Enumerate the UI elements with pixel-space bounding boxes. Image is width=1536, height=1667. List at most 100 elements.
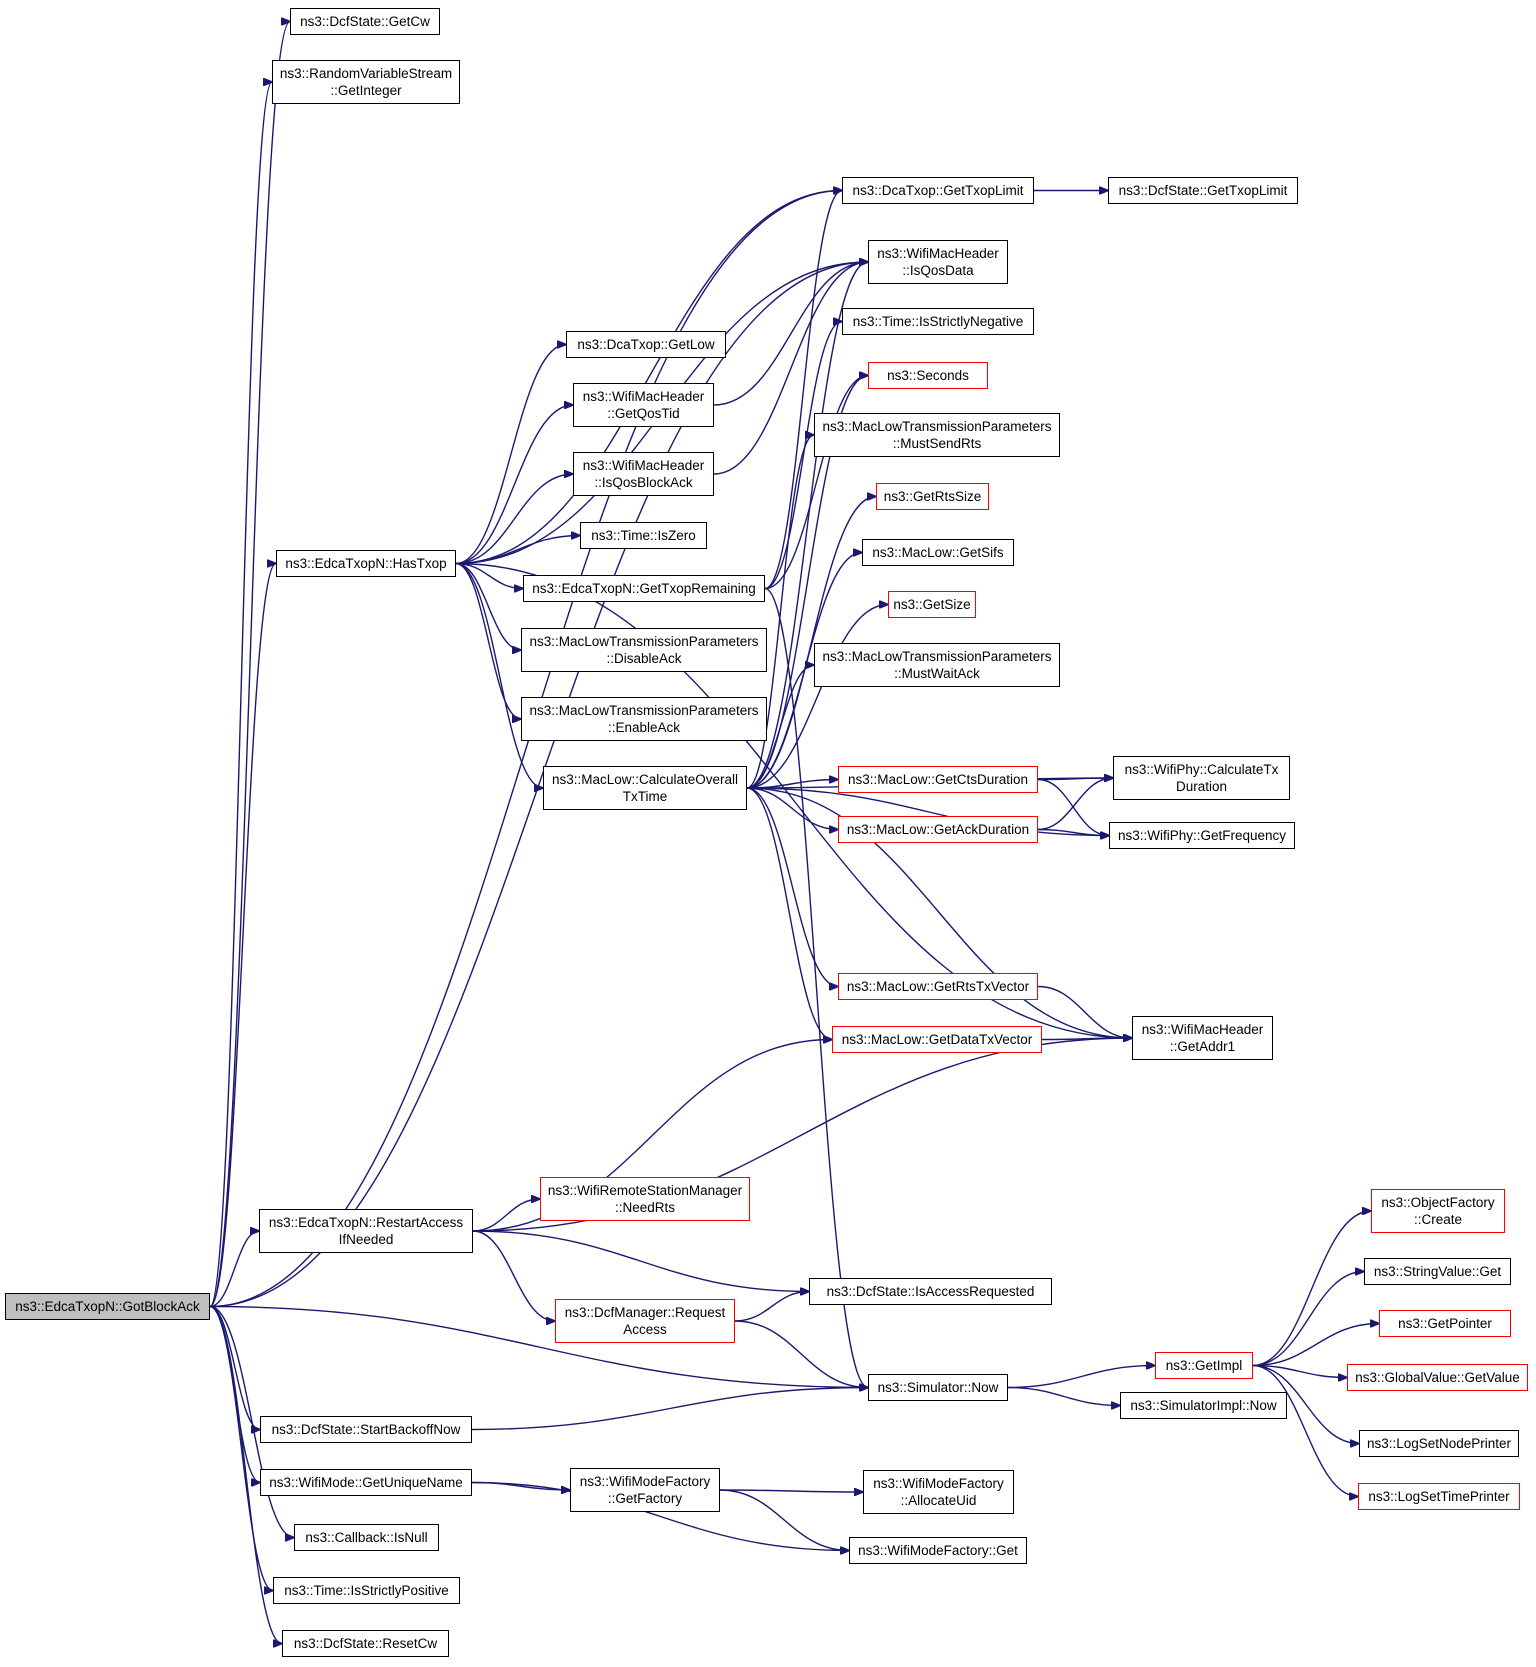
node-getsifs[interactable]: ns3::MacLow::GetSifs	[862, 539, 1014, 566]
edge-getimpl-to-logtimeprinter	[1252, 1364, 1358, 1497]
node-getrtstxvector[interactable]: ns3::MacLow::GetRtsTxVector	[838, 973, 1038, 1000]
node-gotblockack[interactable]: ns3::EdcaTxopN::GotBlockAck	[5, 1293, 210, 1320]
edge-gotblockack-to-getinteger	[209, 82, 272, 1308]
node-getuniquename[interactable]: ns3::WifiMode::GetUniqueName	[260, 1469, 472, 1496]
node-isstrictlynegative[interactable]: ns3::Time::IsStrictlyNegative	[842, 308, 1034, 335]
edge-hastxop-to-disableack	[455, 562, 521, 651]
edge-calctxtime-to-mustsendrts	[746, 435, 814, 789]
node-dcfgettxoplimit[interactable]: ns3::DcfState::GetTxopLimit	[1108, 177, 1298, 204]
node-mustsendrts[interactable]: ns3::MacLowTransmissionParameters ::Must…	[814, 413, 1060, 457]
edge-gettxopremaining-to-isstrictlynegative	[764, 322, 842, 590]
edge-requestaccess-to-isaccessrequested	[734, 1292, 809, 1322]
edge-getackduration-to-getfrequency	[1037, 828, 1109, 836]
node-getdatatxvector[interactable]: ns3::MacLow::GetDataTxVector	[832, 1026, 1042, 1053]
node-mustwaitack[interactable]: ns3::MacLowTransmissionParameters ::Must…	[814, 643, 1060, 687]
node-restartaccess[interactable]: ns3::EdcaTxopN::RestartAccess IfNeeded	[259, 1209, 473, 1253]
edge-gotblockack-to-simnow	[209, 1305, 868, 1388]
edge-gotblockack-to-resetcw	[209, 1305, 282, 1644]
node-getctsduration[interactable]: ns3::MacLow::GetCtsDuration	[838, 766, 1038, 793]
edge-isqosblockack-to-isqosdata	[713, 262, 868, 475]
node-seconds[interactable]: ns3::Seconds	[868, 362, 988, 389]
node-objcreate[interactable]: ns3::ObjectFactory ::Create	[1371, 1189, 1505, 1233]
edge-calctxtime-to-getfrequency	[746, 787, 1109, 836]
edge-getctsduration-to-getfrequency	[1037, 778, 1109, 836]
edge-getuniquename-to-modefactoryget	[471, 1481, 849, 1551]
node-iszero[interactable]: ns3::Time::IsZero	[580, 522, 707, 549]
edge-getimpl-to-objcreate	[1252, 1211, 1371, 1367]
edge-startbackoff-to-simnow	[471, 1388, 868, 1431]
edge-hastxop-to-getlow	[455, 345, 566, 565]
node-getlow[interactable]: ns3::DcaTxop::GetLow	[566, 331, 726, 358]
edge-gotblockack-to-startbackoff	[209, 1305, 260, 1430]
node-gettxoplimit[interactable]: ns3::DcaTxop::GetTxopLimit	[842, 177, 1034, 204]
node-lognodeprinter[interactable]: ns3::LogSetNodePrinter	[1359, 1430, 1519, 1457]
edge-getackduration-to-phycalctx	[1037, 778, 1113, 831]
call-edges	[209, 22, 1379, 1644]
node-disableack[interactable]: ns3::MacLowTransmissionParameters ::Disa…	[521, 628, 767, 672]
edge-gettxopremaining-to-seconds	[764, 376, 868, 590]
node-modefactoryget[interactable]: ns3::WifiModeFactory::Get	[849, 1537, 1027, 1564]
node-getqostid[interactable]: ns3::WifiMacHeader ::GetQosTid	[573, 383, 714, 427]
edge-calctxtime-to-getsize	[746, 605, 888, 789]
node-getimpl[interactable]: ns3::GetImpl	[1155, 1352, 1253, 1379]
node-calctxtime[interactable]: ns3::MacLow::CalculateOverall TxTime	[543, 766, 747, 810]
node-allocateuid[interactable]: ns3::WifiModeFactory ::AllocateUid	[863, 1470, 1014, 1514]
node-enableack[interactable]: ns3::MacLowTransmissionParameters ::Enab…	[521, 697, 767, 741]
edge-calctxtime-to-isqosdata	[746, 262, 868, 789]
node-stringget[interactable]: ns3::StringValue::Get	[1364, 1258, 1511, 1285]
node-startbackoff[interactable]: ns3::DcfState::StartBackoffNow	[260, 1416, 472, 1443]
node-phycalctx[interactable]: ns3::WifiPhy::CalculateTx Duration	[1113, 756, 1290, 800]
edge-gotblockack-to-isnull	[209, 1305, 294, 1538]
node-getrtssize[interactable]: ns3::GetRtsSize	[876, 483, 989, 510]
edge-modegetfactory-to-modefactoryget	[719, 1489, 849, 1551]
node-isaccessrequested[interactable]: ns3::DcfState::IsAccessRequested	[809, 1278, 1052, 1305]
edge-restartaccess-to-getdatatxvector	[472, 1040, 832, 1232]
edge-modegetfactory-to-allocateuid	[719, 1490, 863, 1492]
edge-calctxtime-to-getdatatxvector	[746, 787, 832, 1040]
edge-gotblockack-to-isstrictlypositive	[209, 1305, 273, 1591]
edge-calctxtime-to-getaddr1	[746, 787, 1132, 1038]
edge-getqostid-to-isqosdata	[713, 262, 868, 406]
edge-getimpl-to-lognodeprinter	[1252, 1364, 1359, 1444]
node-modegetfactory[interactable]: ns3::WifiModeFactory ::GetFactory	[570, 1468, 720, 1512]
node-isqosdata[interactable]: ns3::WifiMacHeader ::IsQosData	[868, 240, 1008, 284]
edge-hastxop-to-getqostid	[455, 405, 573, 565]
node-simimplnow[interactable]: ns3::SimulatorImpl::Now	[1120, 1392, 1287, 1419]
node-getcw[interactable]: ns3::DcfState::GetCw	[290, 8, 440, 35]
node-gettxopremaining[interactable]: ns3::EdcaTxopN::GetTxopRemaining	[523, 575, 765, 602]
node-hastxop[interactable]: ns3::EdcaTxopN::HasTxop	[276, 550, 456, 577]
edge-restartaccess-to-needrts	[472, 1199, 540, 1232]
edge-gotblockack-to-hastxop	[209, 564, 276, 1308]
node-needrts[interactable]: ns3::WifiRemoteStationManager ::NeedRts	[540, 1177, 750, 1221]
node-getsize[interactable]: ns3::GetSize	[888, 591, 976, 618]
node-getackduration[interactable]: ns3::MacLow::GetAckDuration	[838, 816, 1038, 843]
node-getaddr1[interactable]: ns3::WifiMacHeader ::GetAddr1	[1132, 1016, 1273, 1060]
edge-gotblockack-to-getcw	[209, 22, 290, 1308]
edge-calctxtime-to-getackduration	[746, 787, 838, 830]
edge-getimpl-to-stringget	[1252, 1272, 1364, 1367]
edge-hastxop-to-isqosblockack	[455, 474, 573, 565]
edge-restartaccess-to-requestaccess	[472, 1230, 555, 1321]
node-logtimeprinter[interactable]: ns3::LogSetTimePrinter	[1358, 1483, 1520, 1510]
edge-getrtstxvector-to-getaddr1	[1037, 985, 1132, 1039]
edge-getimpl-to-getpointer	[1252, 1324, 1379, 1367]
node-isstrictlypositive[interactable]: ns3::Time::IsStrictlyPositive	[273, 1577, 460, 1604]
edge-hastxop-to-enableack	[455, 562, 521, 720]
edge-simnow-to-getimpl	[1007, 1366, 1155, 1389]
edge-calctxtime-to-mustwaitack	[746, 665, 814, 789]
node-requestaccess[interactable]: ns3::DcfManager::Request Access	[555, 1299, 735, 1343]
edge-gettxopremaining-to-gettxoplimit	[764, 191, 842, 590]
node-getinteger[interactable]: ns3::RandomVariableStream ::GetInteger	[272, 60, 460, 104]
edge-hastxop-to-calctxtime	[455, 562, 543, 789]
node-isnull[interactable]: ns3::Callback::IsNull	[294, 1524, 439, 1551]
edge-hastxop-to-iszero	[455, 536, 580, 565]
node-resetcw[interactable]: ns3::DcfState::ResetCw	[282, 1630, 449, 1657]
node-isqosblockack[interactable]: ns3::WifiMacHeader ::IsQosBlockAck	[573, 452, 714, 496]
edge-requestaccess-to-simnow	[734, 1320, 868, 1388]
node-getpointer[interactable]: ns3::GetPointer	[1379, 1310, 1511, 1337]
node-simnow[interactable]: ns3::Simulator::Now	[868, 1374, 1008, 1401]
node-globalget[interactable]: ns3::GlobalValue::GetValue	[1347, 1364, 1528, 1391]
edge-getimpl-to-globalget	[1252, 1364, 1347, 1378]
node-getfrequency[interactable]: ns3::WifiPhy::GetFrequency	[1109, 822, 1295, 849]
